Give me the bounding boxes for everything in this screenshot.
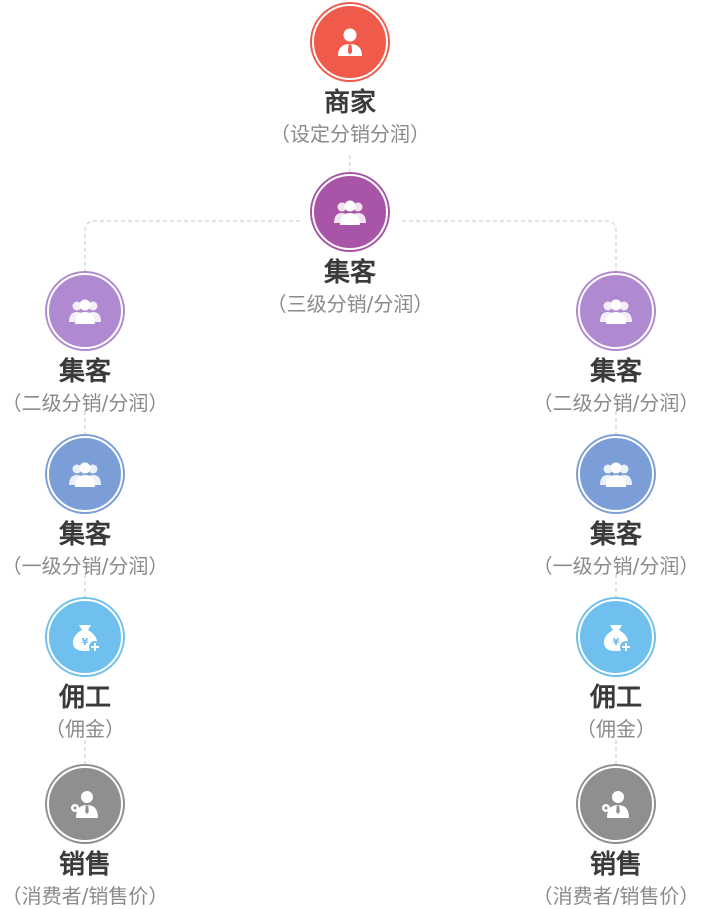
left-level1-circle [47,436,123,512]
node-right-level2: 集客 （二级分销/分润） [516,273,701,415]
right-level1-title: 集客 [589,520,642,550]
right-level2-subtitle: （二级分销/分润） [532,391,700,415]
right-sales-subtitle: （消费者/销售价） [532,884,700,908]
money-bag-icon: ¥ [72,625,101,653]
svg-text:¥: ¥ [82,637,89,648]
node-right-level1: 集客 （一级分销/分润） [516,436,701,578]
top-member-circle [312,174,388,250]
left-sales-subtitle: （消费者/销售价） [1,884,169,908]
right-sales-circle [578,766,654,842]
group-icon [600,462,632,487]
connector-top-left [84,220,300,272]
right-worker-subtitle: （佣金） [576,717,656,741]
left-level2-circle [47,273,123,349]
left-level1-title: 集客 [58,520,111,550]
left-sales-circle [47,766,123,842]
right-worker-circle: ¥ [578,599,654,675]
node-merchant: 商家 （设定分销分润） [250,4,450,146]
left-sales-title: 销售 [58,850,111,880]
left-worker-circle: ¥ [47,599,123,675]
right-sales-title: 销售 [589,850,642,880]
node-left-worker: ¥ 佣工 （佣金） [0,599,185,741]
top-member-title: 集客 [323,258,376,288]
right-level2-circle [578,273,654,349]
right-worker-title: 佣工 [589,683,642,713]
node-right-worker: ¥ 佣工 （佣金） [516,599,701,741]
left-worker-title: 佣工 [58,683,111,713]
salesperson-icon [602,791,629,818]
node-left-level1: 集客 （一级分销/分润） [0,436,185,578]
left-level1-subtitle: （一级分销/分润） [1,554,169,578]
node-left-level2: 集客 （二级分销/分润） [0,273,185,415]
money-bag-icon: ¥ [603,625,632,653]
merchant-subtitle: （设定分销分润） [270,122,430,146]
connector-top-right [402,220,617,272]
right-level2-title: 集客 [589,357,642,387]
group-icon [69,299,101,324]
businessman-icon [338,28,362,56]
top-member-subtitle: （三级分销/分润） [266,292,434,316]
node-left-sales: 销售 （消费者/销售价） [0,766,185,908]
node-top-member: 集客 （三级分销/分润） [250,174,450,316]
merchant-title: 商家 [323,88,376,118]
right-level1-subtitle: （一级分销/分润） [532,554,700,578]
group-icon [69,462,101,487]
salesperson-icon [71,791,98,818]
left-level2-subtitle: （二级分销/分润） [1,391,169,415]
merchant-circle [312,4,388,80]
node-right-sales: 销售 （消费者/销售价） [516,766,701,908]
group-icon [600,299,632,324]
left-worker-subtitle: （佣金） [45,717,125,741]
right-level1-circle [578,436,654,512]
group-icon [334,200,366,225]
svg-text:¥: ¥ [613,637,620,648]
left-level2-title: 集客 [58,357,111,387]
